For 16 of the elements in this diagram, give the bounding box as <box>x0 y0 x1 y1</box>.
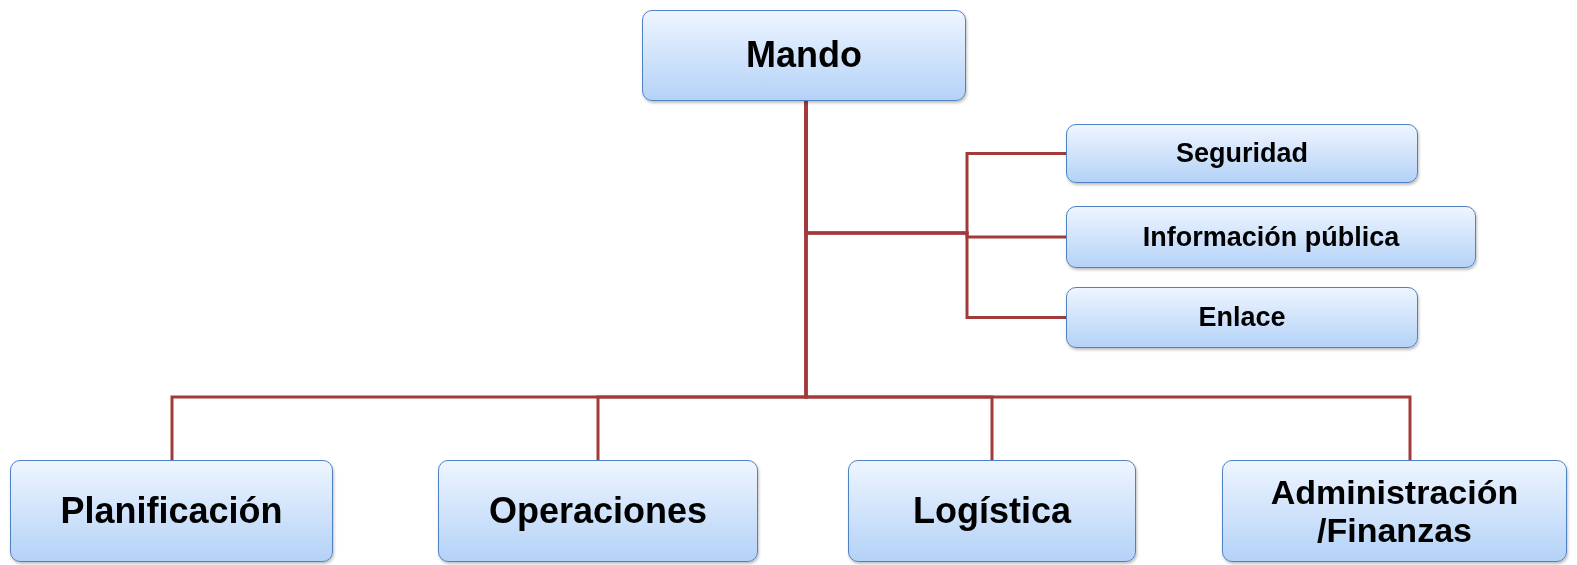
org-unit-box <box>848 460 1136 562</box>
unit-name: Planificación <box>59 490 284 532</box>
org-unit-box <box>1066 124 1418 183</box>
org-unit-box <box>438 460 758 562</box>
unit-name: Información pública <box>1141 221 1401 253</box>
org-unit-box <box>1222 460 1567 562</box>
unit-name: Logística <box>912 490 1073 532</box>
org-unit-box <box>1066 206 1476 268</box>
org-unit-box <box>10 460 333 562</box>
org-unit-box <box>1066 287 1418 348</box>
unit-name: Enlace <box>1197 302 1287 333</box>
unit-name: Mando <box>745 35 863 76</box>
unit-name: Seguridad <box>1175 138 1309 169</box>
org-unit-box <box>642 10 966 101</box>
unit-name: Administración /Finanzas <box>1269 472 1520 550</box>
unit-name: Operaciones <box>487 490 709 532</box>
